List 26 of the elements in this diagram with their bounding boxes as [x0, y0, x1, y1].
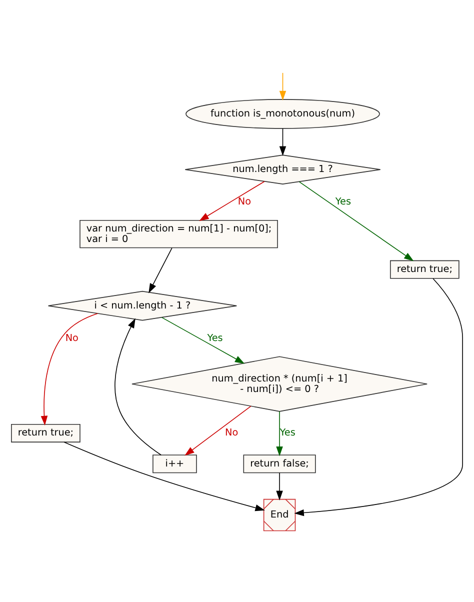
node-diamond: num.length === 1 ?	[184, 154, 381, 184]
node-box: return false;	[243, 454, 316, 473]
arrow	[184, 405, 252, 456]
arrow	[148, 247, 172, 293]
arrow	[161, 316, 245, 364]
edge-label: No	[65, 332, 78, 344]
arrow	[40, 312, 98, 426]
arrow	[279, 72, 286, 100]
arrow	[294, 278, 463, 516]
arrow	[276, 410, 283, 456]
arrow	[114, 318, 162, 455]
arrow	[64, 441, 265, 511]
arrow	[279, 128, 286, 156]
edge-label: Yes	[335, 196, 352, 208]
edge-label: Yes	[207, 332, 223, 344]
edge-label: No	[224, 427, 238, 438]
arrow	[298, 180, 414, 261]
node-box: i++	[152, 454, 197, 473]
node-box: var num_direction = num[1] - num[0]; var i = 0	[80, 219, 278, 248]
node-box: return true;	[11, 423, 80, 442]
arrow	[276, 472, 283, 500]
edge-label: No	[238, 196, 252, 208]
node-ellipse: function is_monotonous(num)	[186, 98, 380, 128]
arrow	[199, 180, 265, 220]
node-diamond: i < num.length - 1 ?	[48, 290, 238, 320]
node-box: return true;	[390, 260, 460, 278]
